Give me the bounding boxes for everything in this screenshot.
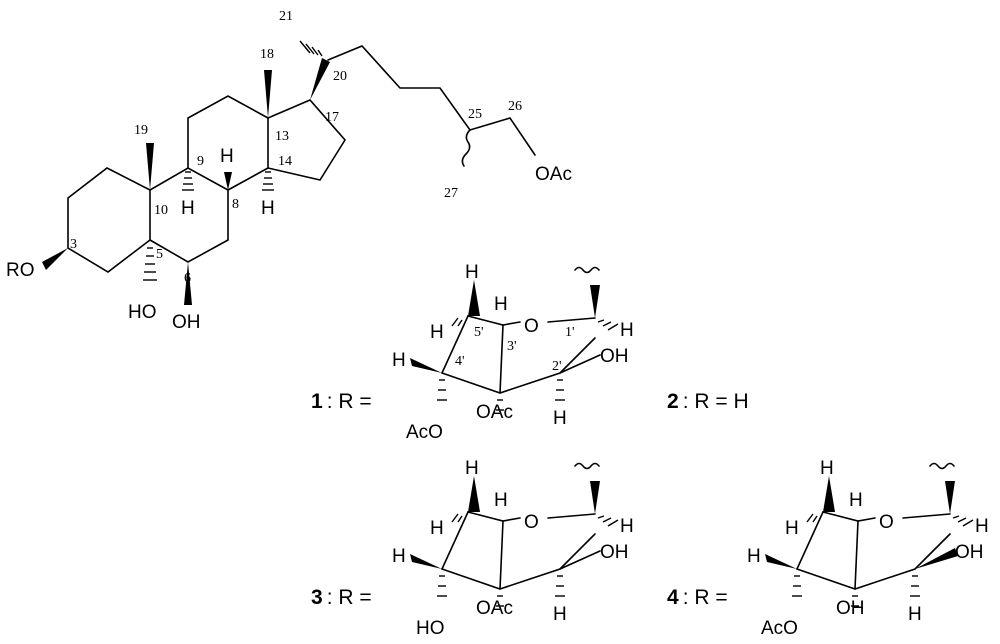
sugar3-ho4: HO bbox=[416, 618, 445, 639]
locant-c18: 18 bbox=[260, 47, 274, 62]
sugar1-ring-o: O bbox=[524, 316, 539, 337]
sugar1-h3-top: H bbox=[494, 294, 508, 315]
h-c14-label: H bbox=[261, 198, 275, 219]
locant-c3: 3 bbox=[70, 237, 77, 252]
sugar-1-structure bbox=[410, 266, 619, 411]
sugar3-h2: H bbox=[553, 604, 567, 625]
sugar3-oac3: OAc bbox=[476, 598, 513, 619]
sugar3-h3-top: H bbox=[494, 490, 508, 511]
sugar3-ring-o: O bbox=[524, 512, 539, 533]
locant-c13: 13 bbox=[275, 129, 289, 144]
locant-c19: 19 bbox=[134, 123, 148, 138]
sugar3-h4: H bbox=[392, 546, 406, 567]
compound-2-label: 2: R = H bbox=[667, 390, 749, 413]
ho-c5-label: HO bbox=[128, 302, 157, 323]
sugar1-oh2: OH bbox=[600, 346, 629, 367]
sugar1-h5-top: H bbox=[465, 262, 479, 283]
compound-3-label: 3: R = bbox=[311, 586, 372, 609]
h-c9-label: H bbox=[181, 198, 195, 219]
sugar3-h5-top: H bbox=[465, 458, 479, 479]
sugar4-h1: H bbox=[975, 516, 989, 537]
locant-c21: 21 bbox=[279, 9, 293, 24]
sugar1-locant-5p: 5' bbox=[474, 325, 484, 340]
sugar1-h2: H bbox=[553, 408, 567, 429]
sugar4-oh2: OH bbox=[955, 542, 984, 563]
sugar1-h5-ax: H bbox=[430, 322, 444, 343]
sugar1-locant-4p: 4' bbox=[455, 354, 465, 369]
locant-c26: 26 bbox=[508, 99, 522, 114]
h-c8-label: H bbox=[220, 146, 234, 167]
sugar3-h5-ax: H bbox=[430, 518, 444, 539]
locant-c8: 8 bbox=[232, 197, 239, 212]
locant-c5: 5 bbox=[156, 247, 163, 262]
sugar4-aco4: AcO bbox=[761, 618, 798, 639]
compound-1-label: 1: R = bbox=[311, 390, 372, 413]
sugar1-h4: H bbox=[392, 350, 406, 371]
locant-c27: 27 bbox=[444, 186, 458, 201]
locant-c20: 20 bbox=[333, 69, 347, 84]
locant-c10: 10 bbox=[154, 203, 168, 218]
sugar-3-structure bbox=[410, 462, 619, 607]
sugar3-oh2: OH bbox=[600, 542, 629, 563]
locant-c6: 6 bbox=[184, 271, 191, 286]
sugar4-ring-o: O bbox=[879, 512, 894, 533]
sugar1-locant-1p: 1' bbox=[565, 325, 575, 340]
sugar1-oac3: OAc bbox=[476, 402, 513, 423]
steroid-skeleton bbox=[42, 40, 536, 305]
sugar4-h3-top: H bbox=[849, 490, 863, 511]
sugar3-h1: H bbox=[620, 516, 634, 537]
sugar1-locant-2p: 2' bbox=[552, 359, 562, 374]
locant-c17: 17 bbox=[325, 110, 339, 125]
locant-c9: 9 bbox=[197, 154, 204, 169]
ro-label: RO bbox=[6, 260, 35, 281]
oh-c6-label: OH bbox=[172, 312, 201, 333]
sugar4-h5-top: H bbox=[820, 458, 834, 479]
sugar4-h4: H bbox=[747, 546, 761, 567]
sugar1-aco4: AcO bbox=[406, 422, 443, 443]
locant-c14: 14 bbox=[278, 154, 292, 169]
sugar1-h1: H bbox=[620, 320, 634, 341]
compound-4-label: 4: R = bbox=[667, 586, 728, 609]
locant-c25: 25 bbox=[468, 107, 482, 122]
sugar-4-structure bbox=[765, 462, 974, 607]
sugar4-oh3: OH bbox=[836, 598, 865, 619]
sugar4-h2: H bbox=[908, 604, 922, 625]
sugar1-locant-3p: 3' bbox=[507, 339, 517, 354]
sugar4-h5-ax: H bbox=[785, 518, 799, 539]
oac-c26-label: OAc bbox=[535, 164, 572, 185]
